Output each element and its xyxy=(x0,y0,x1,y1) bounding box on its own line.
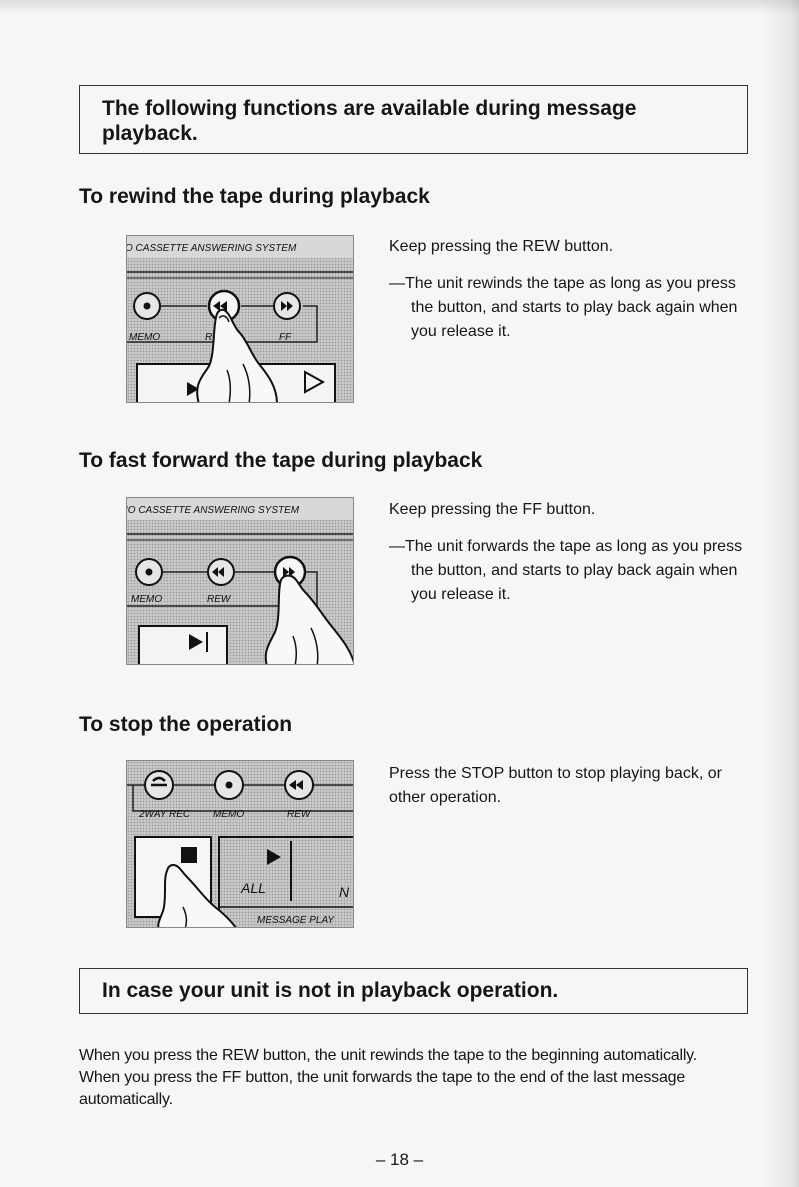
case-body: When you press the REW button, the unit … xyxy=(79,1045,749,1111)
intro-text: The following functions are available du… xyxy=(102,97,637,145)
stop-illus-label-memo: MEMO xyxy=(213,809,244,820)
fast-forward-illus-header: IO CASSETTE ANSWERING SYSTEM xyxy=(127,505,300,516)
stop-illus-label-n: N xyxy=(339,884,350,900)
stop-illus-label-all: ALL xyxy=(240,880,266,896)
rewind-heading: To rewind the tape during playback xyxy=(79,185,430,208)
fast-forward-illustration: IO CASSETTE ANSWERING SYSTEM MEMO REW xyxy=(126,497,354,665)
stop-illus-label-message-play: MESSAGE PLAY xyxy=(257,915,335,926)
rewind-description: Keep pressing the REW button. —The unit … xyxy=(389,235,749,344)
rewind-illus-label-memo: MEMO xyxy=(129,332,160,343)
rewind-illus-label-r: R xyxy=(205,332,212,343)
fast-forward-description: Keep pressing the FF button. —The unit f… xyxy=(389,498,749,607)
case-paragraph-rew: When you press the REW button, the unit … xyxy=(79,1047,698,1064)
case-heading: In case your unit is not in playback ope… xyxy=(102,979,559,1002)
rewind-note: —The unit rewinds the tape as long as yo… xyxy=(389,275,738,340)
stop-heading: To stop the operation xyxy=(79,713,293,736)
fast-forward-illus-label-rew: REW xyxy=(207,594,232,605)
page-number: – 18 – xyxy=(375,1150,424,1169)
fast-forward-heading: To fast forward the tape during playback xyxy=(79,449,483,472)
fast-forward-note: —The unit forwards the tape as long as y… xyxy=(389,538,743,603)
fast-forward-illus-label-memo: MEMO xyxy=(131,594,162,605)
stop-illus-label-rew: REW xyxy=(287,809,312,820)
rewind-illustration: O CASSETTE ANSWERING SYSTEM MEMO R FF xyxy=(126,235,354,403)
intro-box: The following functions are available du… xyxy=(79,85,748,154)
page-top-shadow xyxy=(0,0,799,14)
case-box: In case your unit is not in playback ope… xyxy=(79,968,748,1014)
stop-illustration: 2WAY REC MEMO REW ALL N MESSAGE PLAY xyxy=(126,760,354,928)
rewind-illus-label-ff: FF xyxy=(279,332,292,343)
rewind-illus-header: O CASSETTE ANSWERING SYSTEM xyxy=(127,243,297,254)
rewind-lead: Keep pressing the REW button. xyxy=(389,238,614,255)
fast-forward-lead: Keep pressing the FF button. xyxy=(389,501,596,518)
stop-illus-label-2way: 2WAY REC xyxy=(138,809,191,820)
stop-lead: Press the STOP button to stop playing ba… xyxy=(389,765,722,806)
stop-description: Press the STOP button to stop playing ba… xyxy=(389,762,749,823)
case-paragraph-ff: When you press the FF button, the unit f… xyxy=(79,1069,686,1108)
